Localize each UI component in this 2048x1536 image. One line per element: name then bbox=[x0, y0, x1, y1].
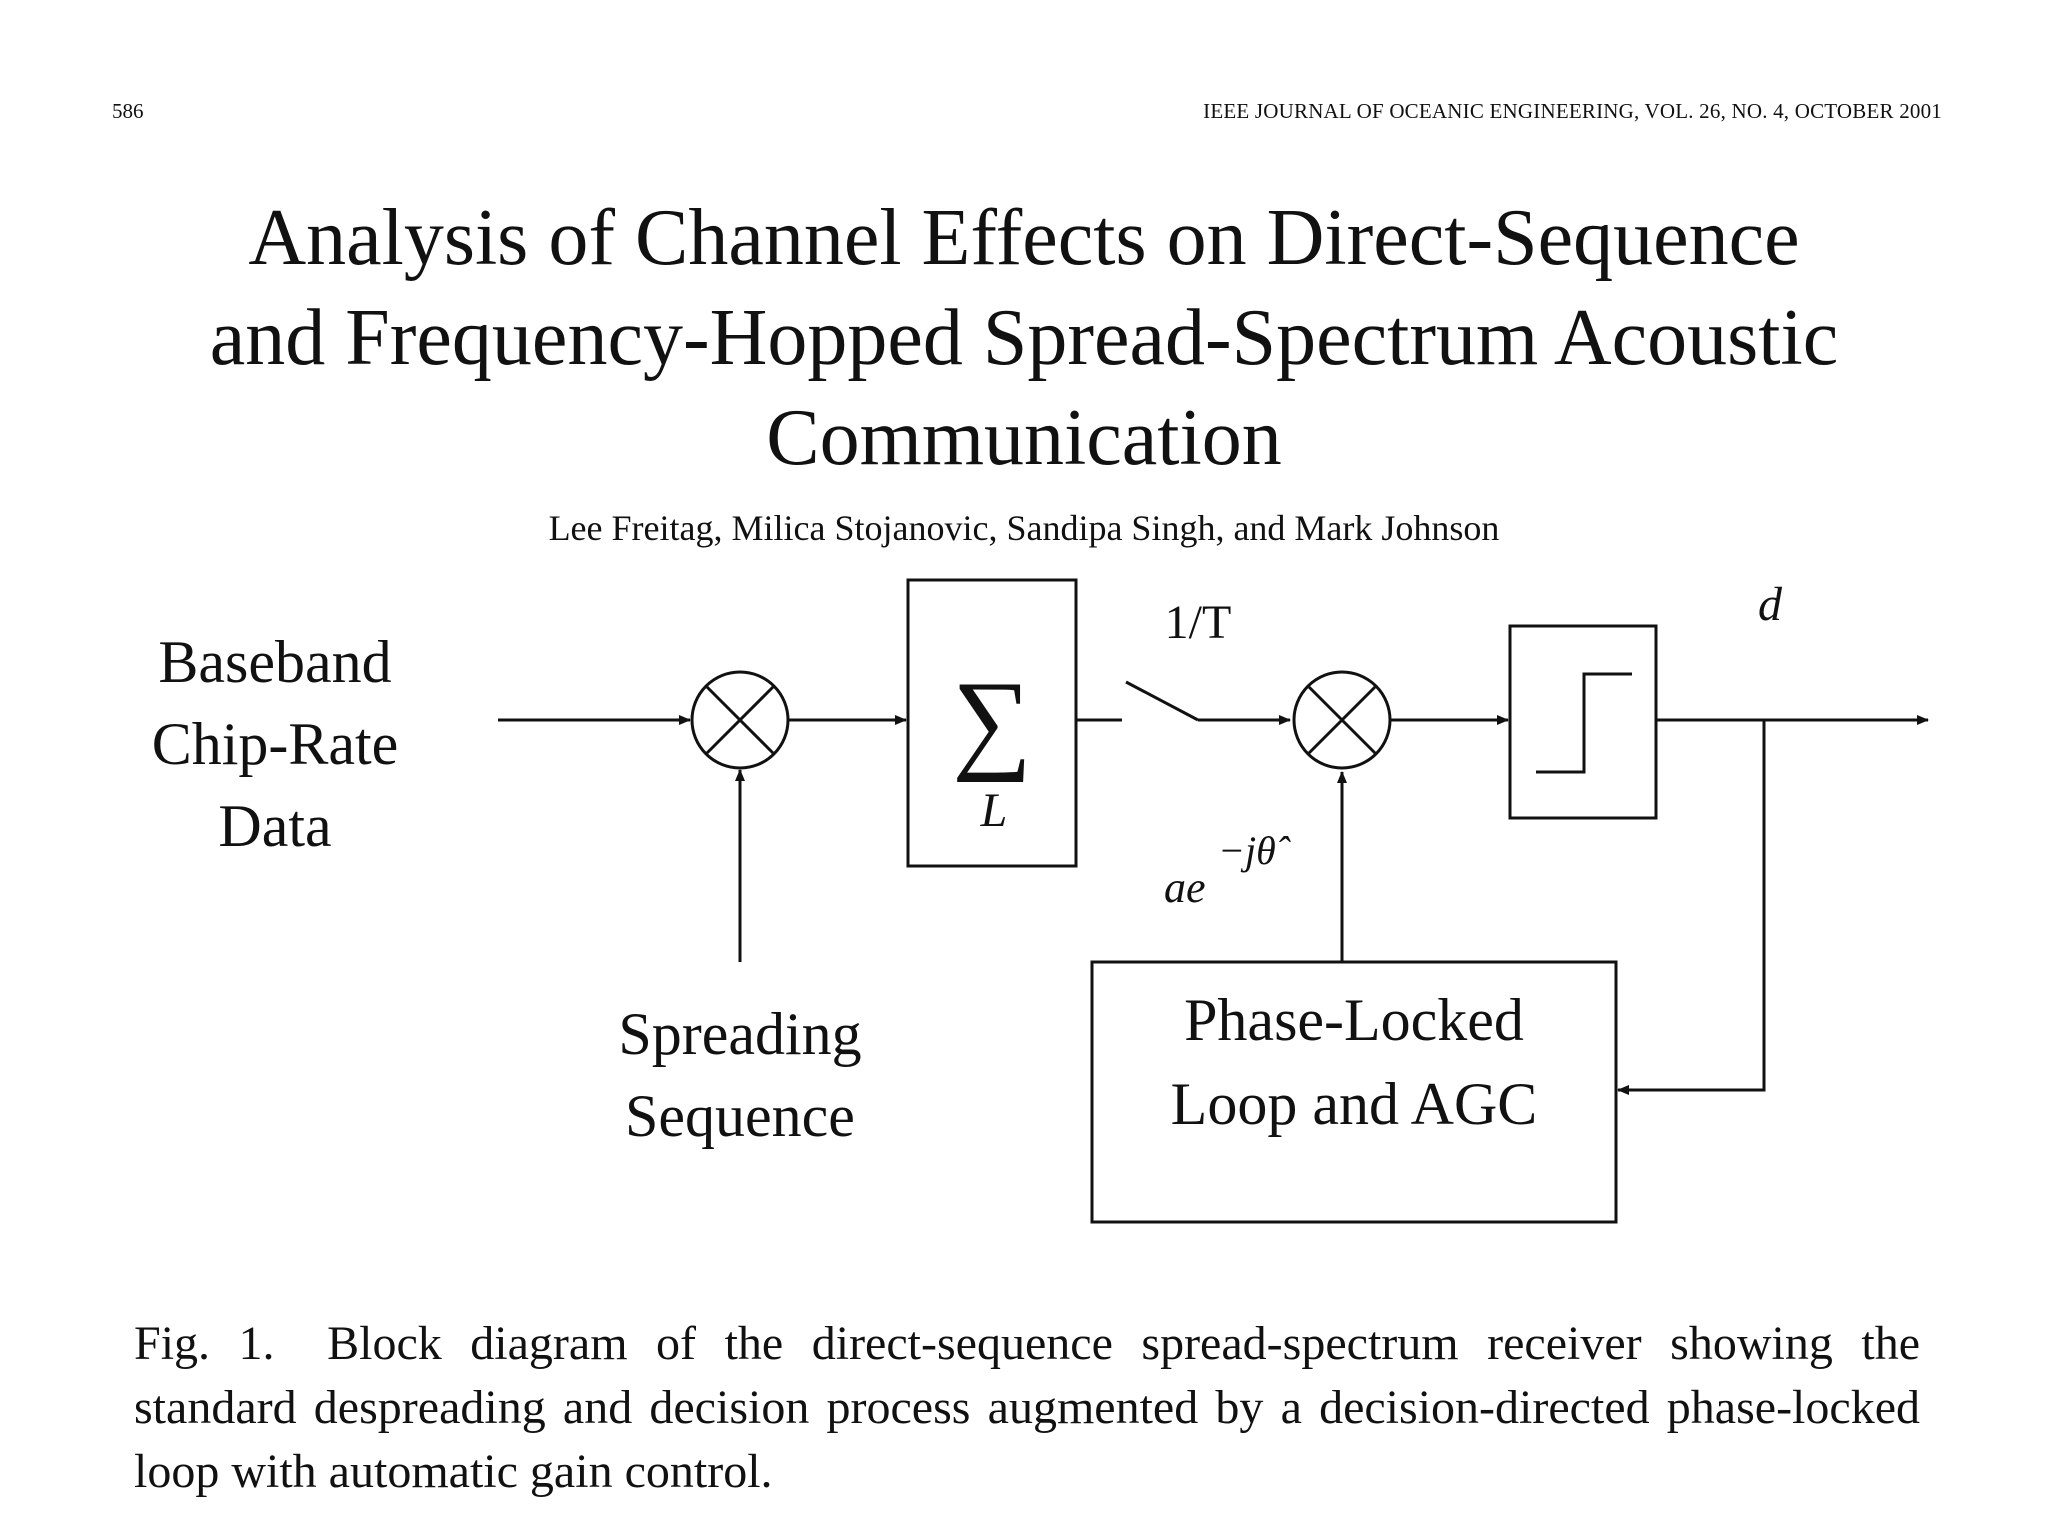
journal-header: IEEE JOURNAL OF OCEANIC ENGINEERING, VOL… bbox=[1203, 99, 1942, 123]
title-line: Communication bbox=[766, 394, 1282, 482]
title-line: Analysis of Channel Effects on Direct-Se… bbox=[248, 194, 1800, 282]
sum-label: L bbox=[980, 784, 1008, 837]
phase-correction-base: ae bbox=[1164, 863, 1206, 912]
decision-block bbox=[1508, 624, 1658, 820]
spreading-label-line: Spreading bbox=[618, 1001, 861, 1067]
spreading-label: Spreading Sequence bbox=[618, 1001, 861, 1149]
spreading-label-line: Sequence bbox=[625, 1083, 855, 1149]
title-line: and Frequency-Hopped Spread-Spectrum Aco… bbox=[209, 294, 1839, 382]
input-label-line: Baseband bbox=[158, 629, 391, 695]
figure-caption-text: Block diagram of the direct-sequence spr… bbox=[134, 1317, 1921, 1498]
phase-correction-multiplier bbox=[1292, 670, 1392, 770]
phase-correction-label: ae −jθ̂ bbox=[1164, 828, 1291, 912]
page-number: 586 bbox=[112, 99, 144, 123]
decision-feedback-path bbox=[1617, 720, 1766, 1095]
pll-agc-block: Phase-Locked Loop and AGC bbox=[1090, 960, 1618, 1224]
figure-caption: Fig. 1. Block diagram of the direct-sequ… bbox=[134, 1312, 1920, 1504]
output-label: d bbox=[1758, 578, 1783, 631]
input-label-line: Data bbox=[218, 793, 331, 859]
input-label-line: Chip-Rate bbox=[152, 711, 399, 777]
spreading-multiplier bbox=[690, 670, 790, 770]
input-label: Baseband Chip-Rate Data bbox=[152, 629, 399, 859]
phase-correction-exponent: −jθ̂ bbox=[1218, 828, 1291, 873]
figure-caption-label: Fig. 1. bbox=[134, 1317, 275, 1370]
authors: Lee Freitag, Milica Stojanovic, Sandipa … bbox=[548, 508, 1500, 548]
summation-block: ∑ L bbox=[906, 578, 1078, 868]
pll-label-line: Loop and AGC bbox=[1171, 1071, 1538, 1137]
step-function-icon bbox=[1536, 672, 1632, 774]
sum-symbol: ∑ bbox=[952, 659, 1032, 783]
pll-label-line: Phase-Locked bbox=[1184, 987, 1524, 1053]
paper-title: Analysis of Channel Effects on Direct-Se… bbox=[120, 188, 1928, 488]
sample-rate-label: 1/T bbox=[1165, 596, 1232, 649]
sampler-switch bbox=[1125, 680, 1199, 722]
